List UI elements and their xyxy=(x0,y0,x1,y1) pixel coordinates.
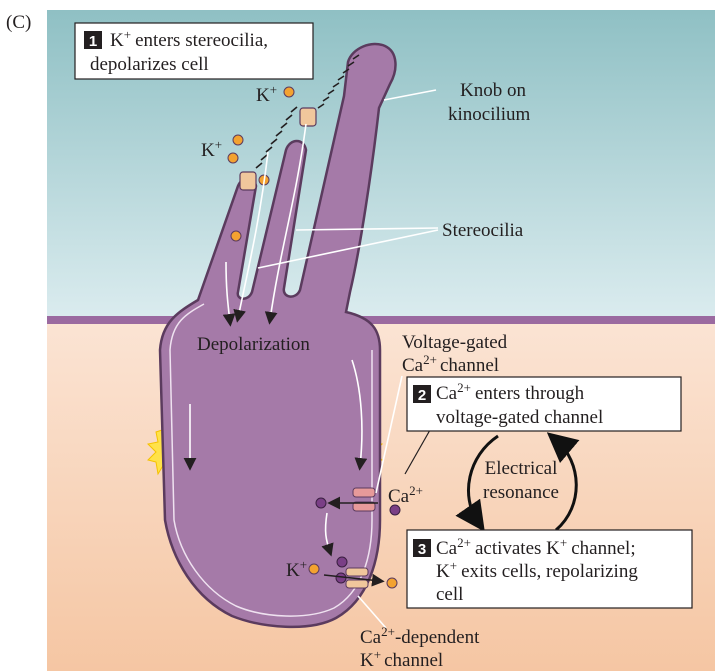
k-ion-1 xyxy=(284,87,294,97)
step-2-ion: Ca xyxy=(436,383,458,404)
svg-text:K+exits cells, repolarizing: K+exits cells, repolarizing xyxy=(436,558,638,582)
ca-ion-3 xyxy=(337,557,347,567)
step-2-number: 2 xyxy=(418,387,426,404)
ca-channel-label: Ca2+channel xyxy=(402,352,499,376)
resonance-label-line1: Electrical xyxy=(485,458,558,479)
k-ion-2 xyxy=(233,135,243,145)
voltage-gated-label: Voltage-gated xyxy=(402,332,508,353)
k-ion-6 xyxy=(309,564,319,574)
step-1-callout: 1 K+enters stereocilia, depolarizes cell xyxy=(75,23,313,79)
step-1-text-line2: depolarizes cell xyxy=(90,54,209,75)
ca-ion-1 xyxy=(316,498,326,508)
panel-label: (C) xyxy=(6,12,31,33)
k-ion-5 xyxy=(231,231,241,241)
tip-channel-upper xyxy=(300,108,316,126)
svg-text:cell: cell xyxy=(436,584,463,605)
step-1-ion: K xyxy=(110,30,124,51)
ca-dependent-label-line2: K+channel xyxy=(360,647,443,671)
k-ion-3 xyxy=(228,153,238,163)
step-1-number: 1 xyxy=(89,33,97,50)
step-3-number: 3 xyxy=(418,541,426,558)
tip-channel-lower xyxy=(240,172,256,190)
step-2-text-line2: voltage-gated channel xyxy=(436,407,603,428)
step-1-text: enters stereocilia, xyxy=(135,30,268,51)
ca-dependent-label-line1: Ca2+-dependent xyxy=(360,624,480,648)
stereocilia-label: Stereocilia xyxy=(442,220,524,241)
step-3-callout: 3 Ca2+activates K+channel; K+exits cells… xyxy=(407,530,692,608)
knob-label-line2: kinocilium xyxy=(448,104,531,125)
step-2-callout: 2 Ca2+enters through voltage-gated chann… xyxy=(407,377,681,431)
knob-label-line1: Knob on xyxy=(460,80,526,101)
resonance-label-line2: resonance xyxy=(483,482,559,503)
step-2-text: enters through xyxy=(475,383,585,404)
k-ion-7 xyxy=(387,578,397,588)
depolarization-label: Depolarization xyxy=(197,334,310,355)
membrane-band xyxy=(47,316,715,324)
